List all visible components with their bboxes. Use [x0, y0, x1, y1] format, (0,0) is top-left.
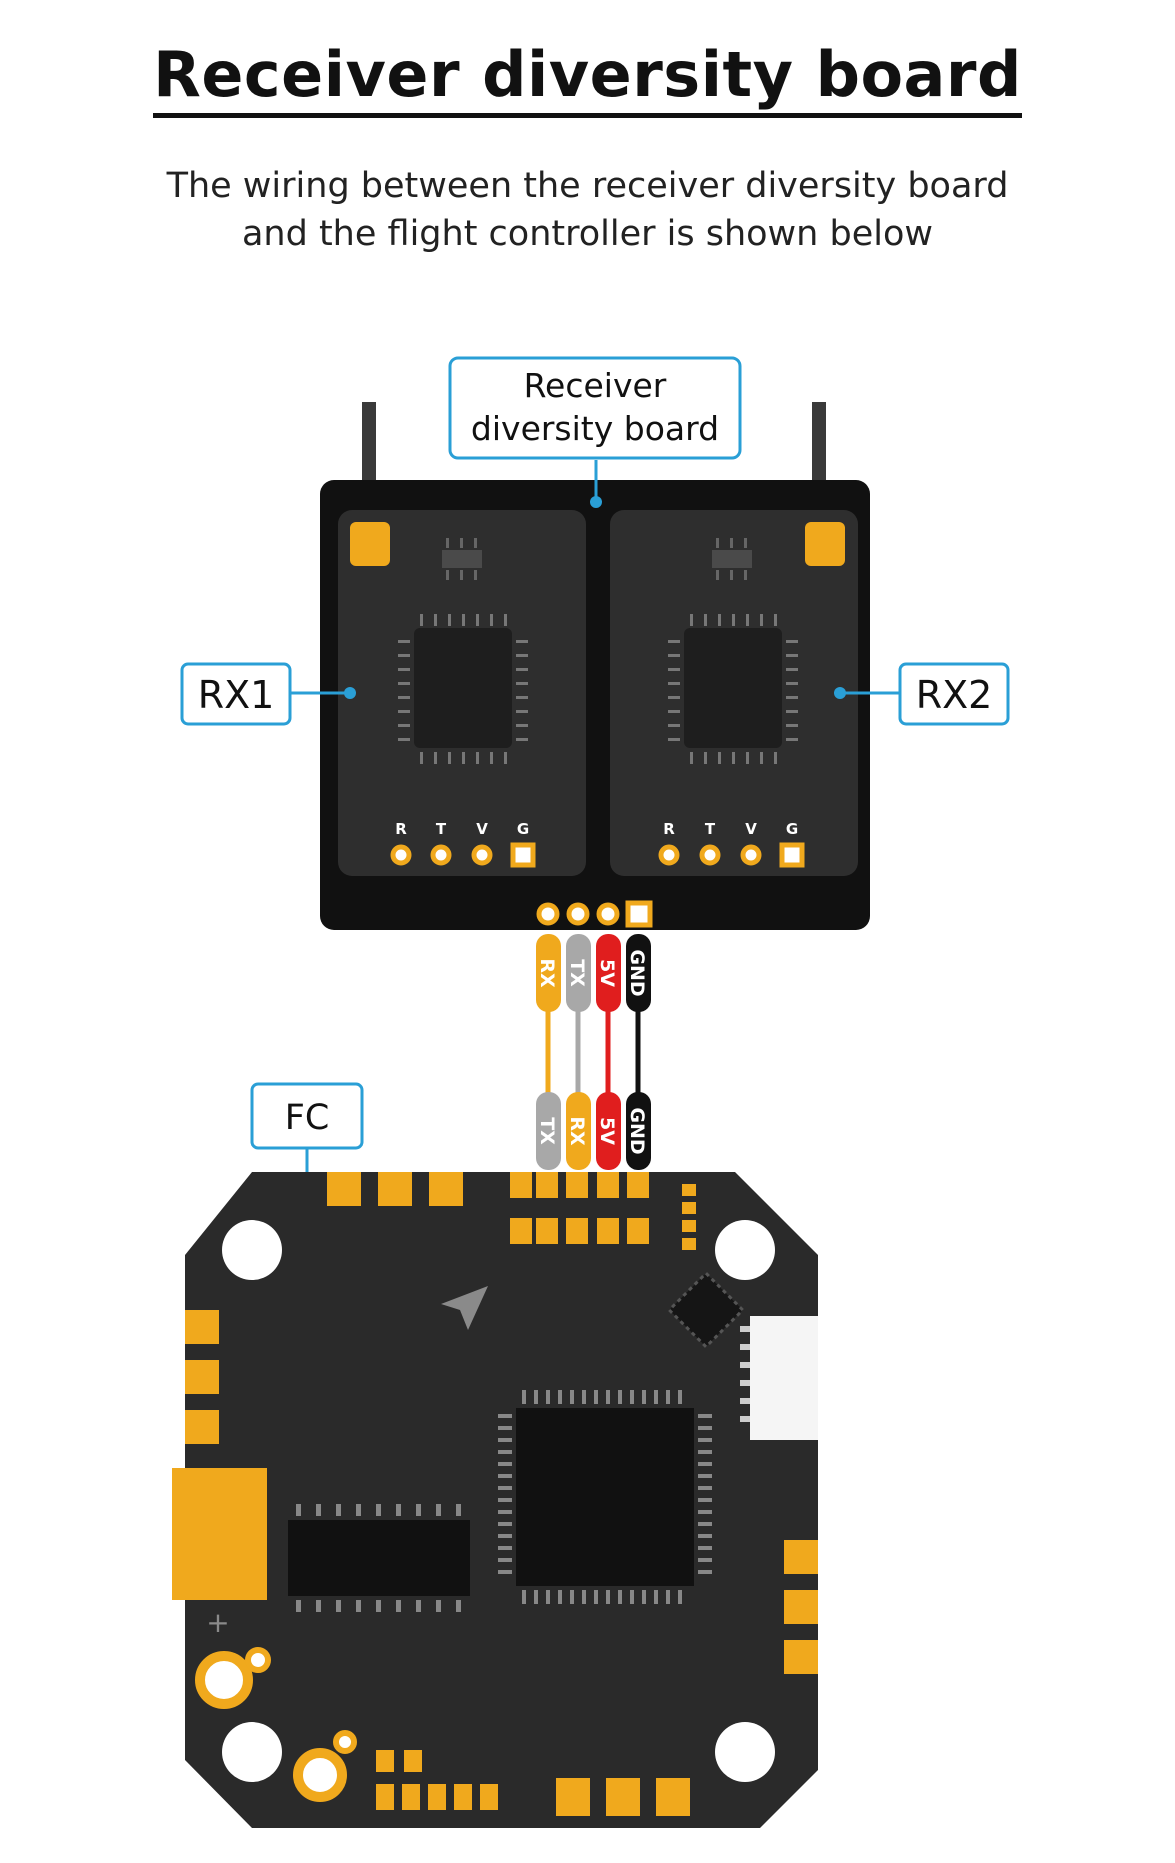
rx2-antenna-pad	[805, 522, 845, 566]
fc-mount-hole-tr	[715, 1220, 775, 1280]
fc-power-connector	[172, 1468, 267, 1600]
rx2-module: R T V G	[610, 510, 858, 876]
rx1-small-chip	[442, 538, 482, 580]
rx1-pad-t	[430, 844, 452, 866]
fc-mcu-chip	[498, 1390, 712, 1604]
fc-uart-pad-gnd	[597, 1172, 619, 1198]
fc-mount-hole-br	[715, 1722, 775, 1782]
rx2-pin-label-t: T	[705, 820, 716, 838]
fc-plus-sign: +	[206, 1606, 229, 1639]
fc-jst-connector	[750, 1316, 818, 1440]
wire-tag-top-5v	[596, 934, 621, 1012]
board-output-pad-tx	[566, 902, 590, 926]
wire-label-bottom-tx: TX	[536, 1117, 558, 1145]
wire-tag-bottom-rx	[566, 1092, 591, 1170]
rx2-pin-label-v: V	[745, 820, 757, 838]
callout-rx2-label: RX2	[916, 673, 993, 717]
wire-label-top-tx: TX	[566, 959, 588, 987]
fc-uart-pad-rx	[536, 1172, 558, 1198]
wire-tag-top-tx	[566, 934, 591, 1012]
fc-battery-minus-pad	[293, 1748, 347, 1802]
callout-board-line-2: diversity board	[471, 409, 719, 448]
rx1-main-chip	[398, 614, 528, 764]
fc-left-pad-1	[185, 1310, 219, 1344]
fc-uart-pad-5v	[566, 1172, 588, 1198]
fc-top-pad-3	[429, 1172, 463, 1206]
wire-label-top-gnd: GND	[626, 949, 648, 996]
callout-receiver-diversity-board: Receiver diversity board	[448, 356, 742, 508]
wire-label-bottom-5v: 5V	[596, 1117, 618, 1145]
wire-label-top-rx: RX	[536, 958, 558, 988]
fc-uart-pad-extra	[627, 1172, 649, 1198]
fc-battery-plus-pad	[195, 1651, 253, 1709]
wire-tag-bottom-5v	[596, 1092, 621, 1170]
subtitle-line-1: The wiring between the receiver diversit…	[166, 166, 1009, 206]
rx1-pin-label-r: R	[395, 820, 407, 838]
wire-label-bottom-rx: RX	[566, 1116, 588, 1146]
fc-top-pad-1	[327, 1172, 361, 1206]
rx1-pad-g	[510, 842, 536, 868]
rx1-pin-label-v: V	[476, 820, 488, 838]
fc-bottom-pad-2	[606, 1778, 640, 1816]
rx1-pad-r	[390, 844, 412, 866]
fc-bottom-pad-1	[556, 1778, 590, 1816]
flight-controller-board: +	[172, 1172, 818, 1828]
board-output-pad-5v	[596, 902, 620, 926]
callout-rx1-label: RX1	[198, 673, 275, 717]
fc-right-pad-3	[784, 1640, 818, 1674]
rx1-pin-label-t: T	[436, 820, 447, 838]
fc-mount-hole-bl	[222, 1722, 282, 1782]
subtitle-line-2: and the flight controller is shown below	[241, 214, 933, 254]
fc-driver-chip	[288, 1504, 470, 1612]
wire-tag-bottom-tx	[536, 1092, 561, 1170]
fc-battery-minus-pad-small	[333, 1730, 357, 1754]
rx2-pad-g	[779, 842, 805, 868]
wire-label-bottom-gnd: GND	[626, 1107, 648, 1154]
fc-battery-plus-pad-small	[245, 1647, 271, 1673]
fc-right-pad-2	[784, 1590, 818, 1624]
wire-tag-top-rx	[536, 934, 561, 1012]
wire-tag-top-gnd	[626, 934, 651, 1012]
rx1-pin-label-g: G	[517, 820, 529, 838]
fc-orientation-arrow-icon	[441, 1286, 488, 1330]
rx1-pad-v	[471, 844, 493, 866]
rx2-pad-t	[699, 844, 721, 866]
fc-left-pad-3	[185, 1410, 219, 1444]
fc-uart-pad-tx	[510, 1172, 532, 1198]
page-title: Receiver diversity board	[0, 38, 1175, 118]
rx2-main-chip	[668, 614, 798, 764]
rx2-pin-label-r: R	[663, 820, 675, 838]
fc-mount-hole-tl	[222, 1220, 282, 1280]
board-output-pad-rx	[536, 902, 560, 926]
callout-rx2: RX2	[834, 662, 1010, 726]
wire-label-top-5v: 5V	[596, 959, 618, 987]
fc-top-pad-2	[378, 1172, 412, 1206]
fc-left-pad-2	[185, 1360, 219, 1394]
rx2-pad-r	[658, 844, 680, 866]
board-output-pad-gnd	[625, 900, 653, 928]
rx2-pad-v	[740, 844, 762, 866]
wires: RX TX 5V GND TX RX 5V GND	[536, 934, 651, 1170]
callout-board-line-1: Receiver	[524, 366, 667, 405]
rx2-small-chip	[712, 538, 752, 580]
rx2-pin-label-g: G	[786, 820, 798, 838]
callout-fc: FC	[250, 1082, 364, 1198]
fc-sensor-chip	[667, 1271, 745, 1349]
receiver-diversity-board: R T V G	[320, 402, 870, 930]
wire-tag-bottom-gnd	[626, 1092, 651, 1170]
page-subtitle: The wiring between the receiver diversit…	[0, 162, 1175, 258]
rx1-antenna-pad	[350, 522, 390, 566]
page-title-text: Receiver diversity board	[153, 38, 1022, 118]
callout-fc-label: FC	[285, 1098, 330, 1138]
fc-right-pad-1	[784, 1540, 818, 1574]
callout-rx1: RX1	[180, 662, 356, 726]
fc-bottom-pad-3	[656, 1778, 690, 1816]
rx1-module: R T V G	[338, 510, 586, 876]
